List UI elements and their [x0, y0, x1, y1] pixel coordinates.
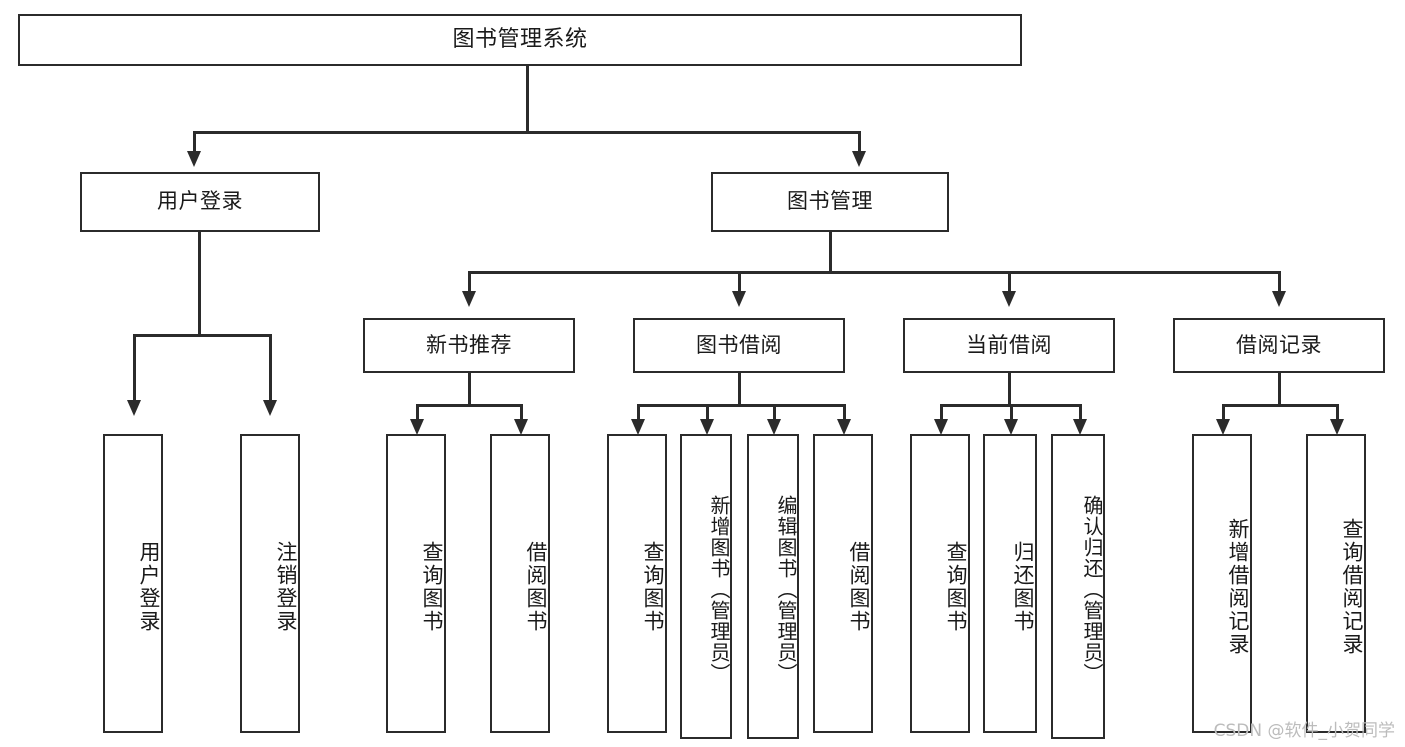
connector-recommend-to-leaf-2: [520, 404, 523, 422]
connector-borrow-to-leaf-3: [773, 404, 776, 422]
leaf-current-query-book[interactable]: 查询图书: [910, 434, 970, 733]
connector-borrow-to-leaf-1: [637, 404, 640, 422]
connector-login-to-leaf-2: [269, 334, 272, 402]
connector-bookmgmt-to-l2-1: [468, 271, 471, 293]
arrow-recommend-to-leaf-2: [514, 419, 528, 435]
node-root-system[interactable]: 图书管理系统: [18, 14, 1022, 66]
connector-bookmgmt-bar: [468, 271, 1278, 274]
arrow-record-to-leaf-2: [1330, 419, 1344, 435]
leaf-record-query-record[interactable]: 查询借阅记录: [1306, 434, 1366, 733]
arrow-bookmgmt-to-l2-3: [1002, 291, 1016, 307]
connector-root-bar: [193, 131, 860, 134]
leaf-user-login[interactable]: 用户登录: [103, 434, 163, 733]
arrow-borrow-to-leaf-4: [837, 419, 851, 435]
connector-current-stem: [1008, 373, 1011, 406]
arrow-root-to-login: [187, 151, 201, 167]
connector-recommend-stem: [468, 373, 471, 406]
connector-recommend-to-leaf-1: [416, 404, 419, 422]
connector-record-to-leaf-1: [1222, 404, 1225, 422]
arrow-login-to-leaf-2: [263, 400, 277, 416]
connector-bookmgmt-to-l2-3: [1008, 271, 1011, 293]
connector-record-to-leaf-2: [1336, 404, 1339, 422]
leaf-record-add-record[interactable]: 新增借阅记录: [1192, 434, 1252, 733]
connector-borrow-bar: [637, 404, 845, 407]
arrow-recommend-to-leaf-1: [410, 419, 424, 435]
arrow-login-to-leaf-1: [127, 400, 141, 416]
connector-login-to-leaf-1: [133, 334, 136, 402]
connector-bookmgmt-to-l2-4: [1278, 271, 1281, 293]
leaf-current-return-book[interactable]: 归还图书: [983, 434, 1037, 733]
arrow-bookmgmt-to-l2-4: [1272, 291, 1286, 307]
connector-record-stem: [1278, 373, 1281, 406]
connector-current-to-leaf-1: [940, 404, 943, 422]
node-user-login[interactable]: 用户登录: [80, 172, 320, 232]
connector-current-to-leaf-3: [1079, 404, 1082, 422]
connector-borrow-stem: [738, 373, 741, 406]
connector-current-to-leaf-2: [1010, 404, 1013, 422]
leaf-borrow-edit-book-admin[interactable]: 编辑图书（管理员）: [747, 434, 799, 739]
leaf-current-confirm-return-admin[interactable]: 确认归还（管理员）: [1051, 434, 1105, 739]
connector-login-stem: [198, 232, 201, 335]
arrow-borrow-to-leaf-2: [700, 419, 714, 435]
leaf-recommend-query-book[interactable]: 查询图书: [386, 434, 446, 733]
connector-root-to-bookmgmt: [858, 131, 861, 153]
arrow-current-to-leaf-2: [1004, 419, 1018, 435]
arrow-root-to-bookmgmt: [852, 151, 866, 167]
node-new-book-recommend[interactable]: 新书推荐: [363, 318, 575, 373]
node-book-management[interactable]: 图书管理: [711, 172, 949, 232]
arrow-current-to-leaf-1: [934, 419, 948, 435]
connector-borrow-to-leaf-2: [706, 404, 709, 422]
leaf-recommend-borrow-book[interactable]: 借阅图书: [490, 434, 550, 733]
arrow-borrow-to-leaf-1: [631, 419, 645, 435]
connector-root-to-login: [193, 131, 196, 153]
connector-bookmgmt-stem: [829, 232, 832, 274]
arrow-current-to-leaf-3: [1073, 419, 1087, 435]
connector-bookmgmt-to-l2-2: [738, 271, 741, 293]
connector-login-bar: [133, 334, 271, 337]
arrow-record-to-leaf-1: [1216, 419, 1230, 435]
connector-borrow-to-leaf-4: [843, 404, 846, 422]
arrow-bookmgmt-to-l2-2: [732, 291, 746, 307]
leaf-logout[interactable]: 注销登录: [240, 434, 300, 733]
leaf-borrow-borrow-book[interactable]: 借阅图书: [813, 434, 873, 733]
leaf-borrow-query-book[interactable]: 查询图书: [607, 434, 667, 733]
connector-record-bar: [1222, 404, 1338, 407]
node-book-borrow[interactable]: 图书借阅: [633, 318, 845, 373]
node-current-borrow[interactable]: 当前借阅: [903, 318, 1115, 373]
arrow-bookmgmt-to-l2-1: [462, 291, 476, 307]
node-borrow-record[interactable]: 借阅记录: [1173, 318, 1385, 373]
connector-recommend-bar: [416, 404, 522, 407]
connector-root-stem: [526, 66, 529, 132]
arrow-borrow-to-leaf-3: [767, 419, 781, 435]
leaf-borrow-add-book-admin[interactable]: 新增图书（管理员）: [680, 434, 732, 739]
